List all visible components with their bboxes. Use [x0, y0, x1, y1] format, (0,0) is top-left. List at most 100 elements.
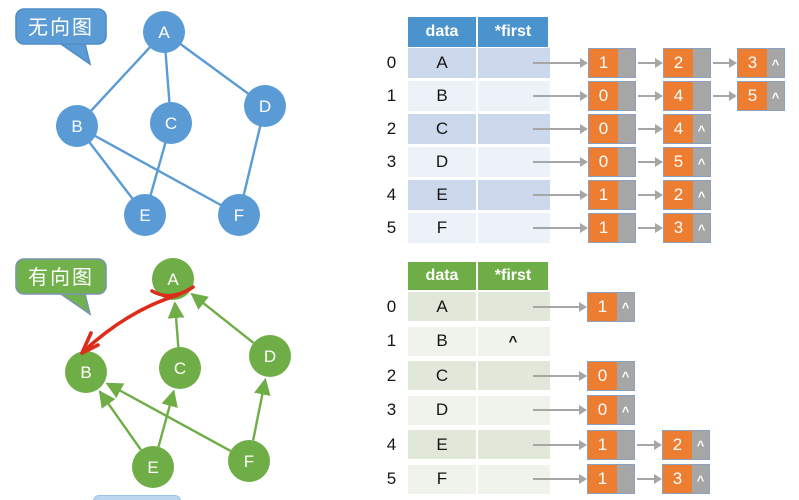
graph-node-label-A: A: [167, 270, 179, 289]
node-pointer: ^: [697, 155, 706, 171]
graph-node-label-F: F: [234, 206, 244, 225]
first-pointer-arrow: [533, 157, 588, 167]
table-row: F: [408, 464, 550, 494]
node-pointer: [618, 115, 635, 143]
edge-D-A: [190, 292, 255, 344]
graph-node-D: [244, 85, 286, 127]
node-pointer: [617, 465, 634, 493]
table-row: B: [408, 81, 550, 111]
pointer-arrow: [638, 190, 663, 200]
list-node: 4: [663, 81, 711, 111]
table-row: F: [408, 213, 550, 243]
row-index: 4: [386, 185, 397, 204]
pointer-arrow: [638, 58, 663, 68]
node-value: 0: [589, 148, 618, 176]
pointer-arrow: [637, 474, 662, 484]
node-pointer: [618, 148, 635, 176]
row-index: 5: [386, 218, 397, 237]
table-row: E: [408, 180, 550, 210]
pointer-arrow: [713, 58, 737, 68]
list-node: 0: [588, 81, 636, 111]
vertex-label: C: [435, 365, 449, 385]
node-value: 5: [664, 148, 693, 176]
row-index: 2: [386, 119, 397, 138]
node-value: 1: [589, 214, 618, 242]
list-node: 5^: [737, 81, 785, 111]
node-value: 2: [663, 430, 692, 459]
data-cell: F: [408, 464, 478, 494]
graph-node-label-D: D: [264, 347, 276, 366]
edge-E-C: [157, 389, 178, 448]
node-value: 3: [738, 49, 767, 77]
first-pointer-arrow: [533, 190, 588, 200]
cutoff-bubble: [93, 495, 181, 500]
graph-node-F: [228, 440, 270, 482]
graph-node-D: [249, 335, 291, 377]
edge-C-A: [167, 301, 185, 348]
graph-node-A: [143, 11, 185, 53]
data-cell: D: [408, 147, 478, 177]
edge-F-D: [251, 377, 271, 441]
list-node: 1: [588, 213, 636, 243]
data-cell: C: [408, 114, 478, 144]
first-pointer-arrow: [533, 124, 588, 134]
table-row: D: [408, 395, 550, 425]
vertex-label: B: [436, 86, 448, 105]
graph-node-label-E: E: [139, 206, 150, 225]
node-pointer: ^: [696, 438, 705, 453]
node-value: 1: [589, 181, 618, 209]
vertex-label: C: [435, 119, 449, 138]
graph-node-label-B: B: [80, 363, 91, 382]
list-node: 3^: [662, 464, 710, 494]
node-pointer: ^: [696, 472, 705, 488]
vertex-label: D: [435, 152, 449, 171]
table-header: data *first: [408, 262, 548, 290]
node-value: 1: [588, 430, 617, 459]
list-node: 5^: [663, 147, 711, 177]
node-pointer: ^: [621, 369, 630, 384]
data-cell: B: [408, 326, 478, 356]
graph-node-B: [56, 105, 98, 147]
list-node: 1: [588, 48, 636, 78]
row-index: 3: [386, 400, 397, 419]
node-pointer: ^: [621, 403, 630, 419]
graph-node-C: [150, 102, 192, 144]
data-cell: C: [408, 361, 478, 390]
graph-node-label-D: D: [259, 97, 271, 116]
column-header-data: data: [408, 262, 478, 290]
node-value: 0: [589, 82, 618, 110]
row-index: 0: [386, 296, 397, 316]
table-row: E: [408, 430, 550, 459]
row-index: 2: [386, 365, 397, 385]
column-header-first: *first: [494, 267, 532, 284]
pointer-arrow: [638, 124, 663, 134]
node-pointer: [618, 214, 635, 242]
bubble-label: 无向图: [28, 16, 94, 39]
graph-node-label-C: C: [165, 114, 177, 133]
first-pointer-arrow: [533, 301, 587, 312]
first-pointer-arrow: [533, 474, 587, 484]
node-value: 5: [738, 82, 767, 110]
node-pointer: ^: [621, 300, 630, 315]
graph-node-E: [132, 446, 174, 488]
table-row: A: [408, 292, 550, 321]
bubble-body: [15, 8, 107, 45]
first-pointer-arrow: [533, 91, 588, 101]
node-value: 0: [588, 361, 617, 390]
vertex-label: E: [436, 434, 448, 454]
list-node: 1: [587, 464, 635, 494]
list-node: 0: [588, 114, 636, 144]
list-node: 2: [663, 48, 711, 78]
node-pointer: ^: [697, 221, 706, 237]
node-value: 2: [664, 49, 693, 77]
data-cell: E: [408, 430, 478, 459]
vertex-label: A: [436, 53, 448, 72]
list-node: 4^: [663, 114, 711, 144]
first-pointer-arrow: [533, 58, 588, 68]
red-annotation-arrowhead: [80, 331, 100, 355]
list-node: 1^: [587, 291, 635, 322]
